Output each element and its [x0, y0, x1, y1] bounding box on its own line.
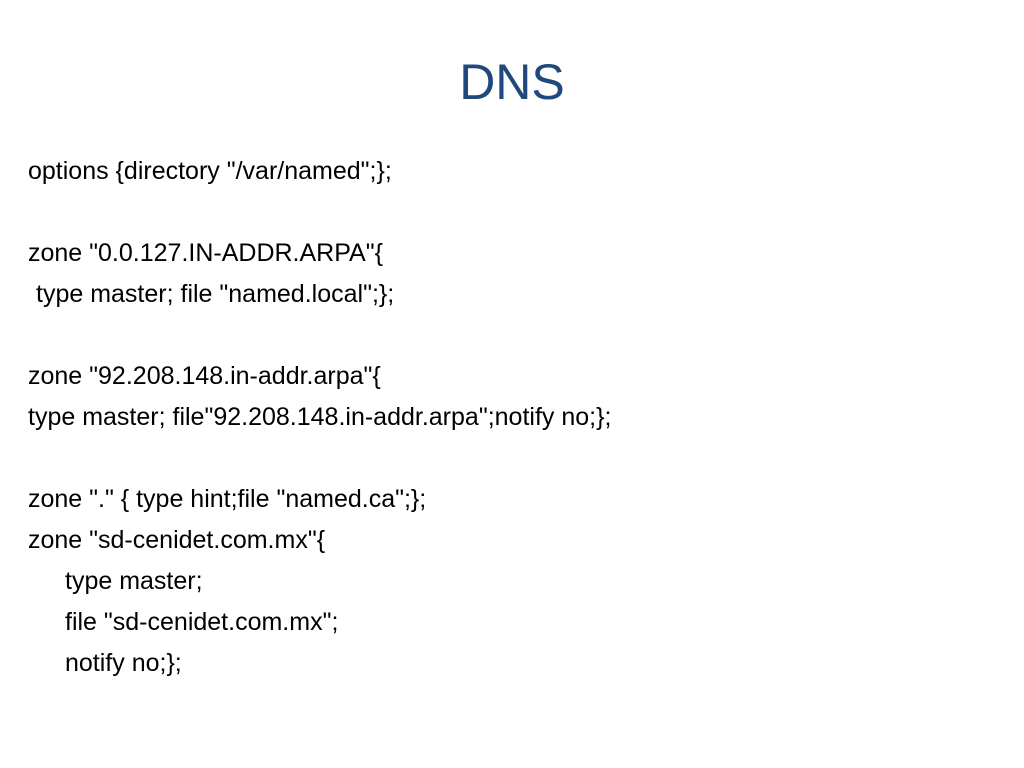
config-line-zone-localhost-body: type master; file "named.local";};	[36, 280, 395, 308]
slide-body: options {directory "/var/named";}; zone …	[28, 151, 988, 684]
blank-line	[28, 438, 988, 479]
blank-line	[28, 192, 988, 233]
blank-line	[28, 315, 988, 356]
slide-title: DNS	[459, 54, 565, 110]
config-line-zone-domain-type: type master;	[65, 567, 203, 595]
config-line-zone-reverse-body: type master; file"92.208.148.in-addr.arp…	[28, 403, 612, 431]
config-line-zone-reverse: zone "92.208.148.in-addr.arpa"{	[28, 362, 381, 390]
config-line-options: options {directory "/var/named";};	[28, 157, 392, 185]
config-line-zone-domain: zone "sd-cenidet.com.mx"{	[28, 526, 326, 554]
config-line-zone-domain-notify: notify no;};	[65, 649, 182, 677]
config-line-zone-localhost: zone "0.0.127.IN-ADDR.ARPA"{	[28, 239, 383, 267]
config-line-zone-domain-file: file "sd-cenidet.com.mx";	[65, 608, 339, 636]
config-line-zone-root: zone "." { type hint;file "named.ca";};	[28, 485, 427, 513]
